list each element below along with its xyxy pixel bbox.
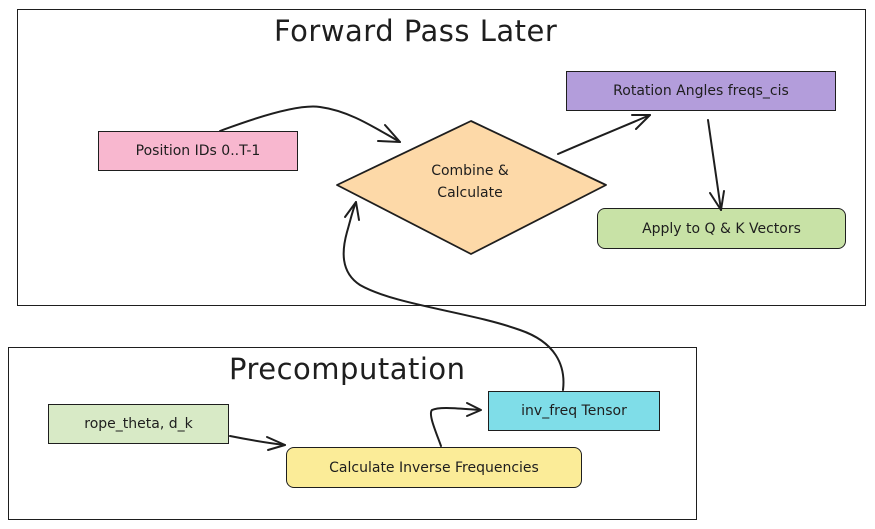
position-ids-node[interactable]: Position IDs 0..T-1 xyxy=(98,131,298,171)
apply-qk-label: Apply to Q & K Vectors xyxy=(642,220,801,237)
combine-label-line2: Calculate xyxy=(437,185,503,201)
rotation-angles-node[interactable]: Rotation Angles freqs_cis xyxy=(566,71,836,111)
inv-freq-node[interactable]: inv_freq Tensor xyxy=(488,391,660,431)
apply-qk-node[interactable]: Apply to Q & K Vectors xyxy=(597,208,846,249)
rotation-angles-label: Rotation Angles freqs_cis xyxy=(613,83,789,99)
rope-theta-label: rope_theta, d_k xyxy=(84,416,193,432)
position-ids-label: Position IDs 0..T-1 xyxy=(135,143,261,159)
rope-theta-node[interactable]: rope_theta, d_k xyxy=(48,404,229,444)
combine-label: Combine & Calculate xyxy=(400,160,540,204)
inv-freq-label: inv_freq Tensor xyxy=(521,403,627,419)
calc-inverse-node[interactable]: Calculate Inverse Frequencies xyxy=(286,447,582,488)
forward-pass-title: Forward Pass Later xyxy=(274,14,558,48)
calc-inverse-label: Calculate Inverse Frequencies xyxy=(329,459,539,476)
combine-label-line1: Combine & xyxy=(431,163,509,179)
